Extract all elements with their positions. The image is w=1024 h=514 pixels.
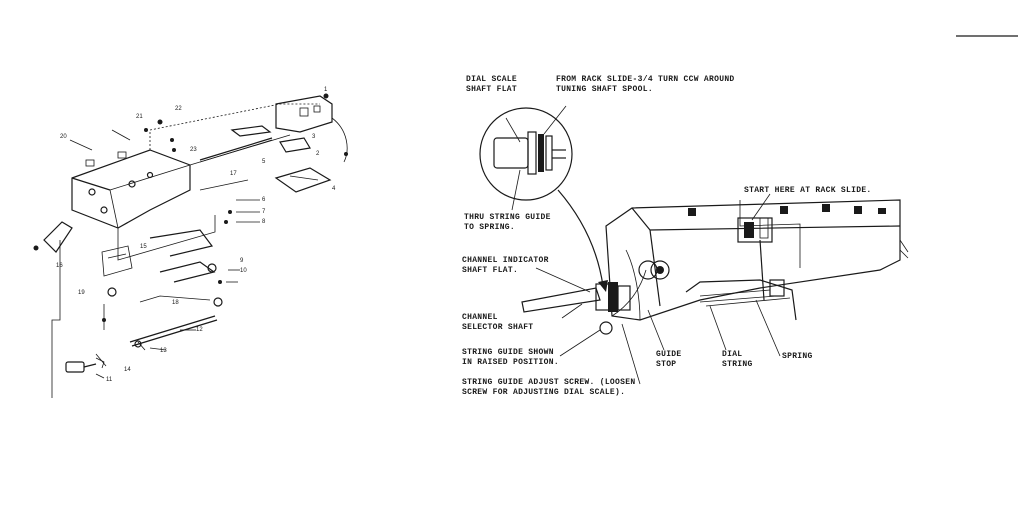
part-number-21: 21 bbox=[136, 114, 143, 120]
shaft-12 bbox=[129, 315, 218, 351]
part-number-15: 15 bbox=[140, 244, 147, 250]
from-rack-label: FROM RACK SLIDE-3/4 TURN CCW AROUND TUNI… bbox=[556, 75, 735, 94]
guide-stop-label: GUIDE STOP bbox=[656, 350, 682, 369]
inner-mechanism bbox=[101, 229, 223, 330]
string-guide-shown-label: STRING GUIDE SHOWN IN RAISED POSITION. bbox=[462, 348, 559, 367]
top-block bbox=[275, 95, 333, 133]
tuner-unit bbox=[605, 199, 909, 321]
selector-shaft bbox=[521, 249, 647, 335]
part-number-7: 7 bbox=[262, 209, 266, 215]
adjust-screw-label: STRING GUIDE ADJUST SCREW. (LOOSEN SCREW… bbox=[462, 378, 636, 397]
part-number-2: 2 bbox=[316, 151, 320, 157]
part-number-11: 11 bbox=[106, 377, 113, 383]
chassis-block bbox=[71, 149, 191, 229]
part-number-20: 20 bbox=[60, 134, 67, 140]
spring-label: SPRING bbox=[782, 352, 813, 361]
part-number-6: 6 bbox=[262, 197, 266, 203]
dial-scale-label: DIAL SCALE SHAFT FLAT bbox=[466, 75, 518, 94]
leader-lines bbox=[69, 129, 260, 379]
part-number-1: 1 bbox=[324, 87, 328, 93]
part-number-23: 23 bbox=[190, 147, 197, 153]
part-number-22: 22 bbox=[175, 106, 182, 112]
detail-leaders bbox=[535, 193, 781, 385]
part-number-18: 18 bbox=[172, 300, 179, 306]
thru-string-label: THRU STRING GUIDE TO SPRING. bbox=[464, 213, 551, 232]
start-here-label: START HERE AT RACK SLIDE. bbox=[744, 186, 872, 195]
part-number-4: 4 bbox=[332, 186, 336, 192]
part-number-17: 17 bbox=[230, 171, 237, 177]
part-number-19: 19 bbox=[78, 290, 85, 296]
magnified-inset bbox=[479, 105, 573, 211]
fasteners bbox=[102, 93, 348, 322]
part-number-5: 5 bbox=[262, 159, 266, 165]
part-number-12: 12 bbox=[196, 327, 203, 333]
channel-indicator-label: CHANNEL INDICATOR SHAFT FLAT. bbox=[462, 256, 549, 275]
part-number-9: 9 bbox=[240, 258, 244, 264]
channel-selector-label: CHANNEL SELECTOR SHAFT bbox=[462, 313, 534, 332]
part-number-10: 10 bbox=[240, 268, 247, 274]
part-number-16: 16 bbox=[56, 263, 63, 269]
part-number-3: 3 bbox=[312, 134, 316, 140]
part-number-13: 13 bbox=[160, 348, 167, 354]
knob-11 bbox=[65, 357, 105, 373]
part-number-14: 14 bbox=[124, 367, 131, 373]
part-number-8: 8 bbox=[262, 219, 266, 225]
dial-string-label: DIAL STRING bbox=[722, 350, 753, 369]
